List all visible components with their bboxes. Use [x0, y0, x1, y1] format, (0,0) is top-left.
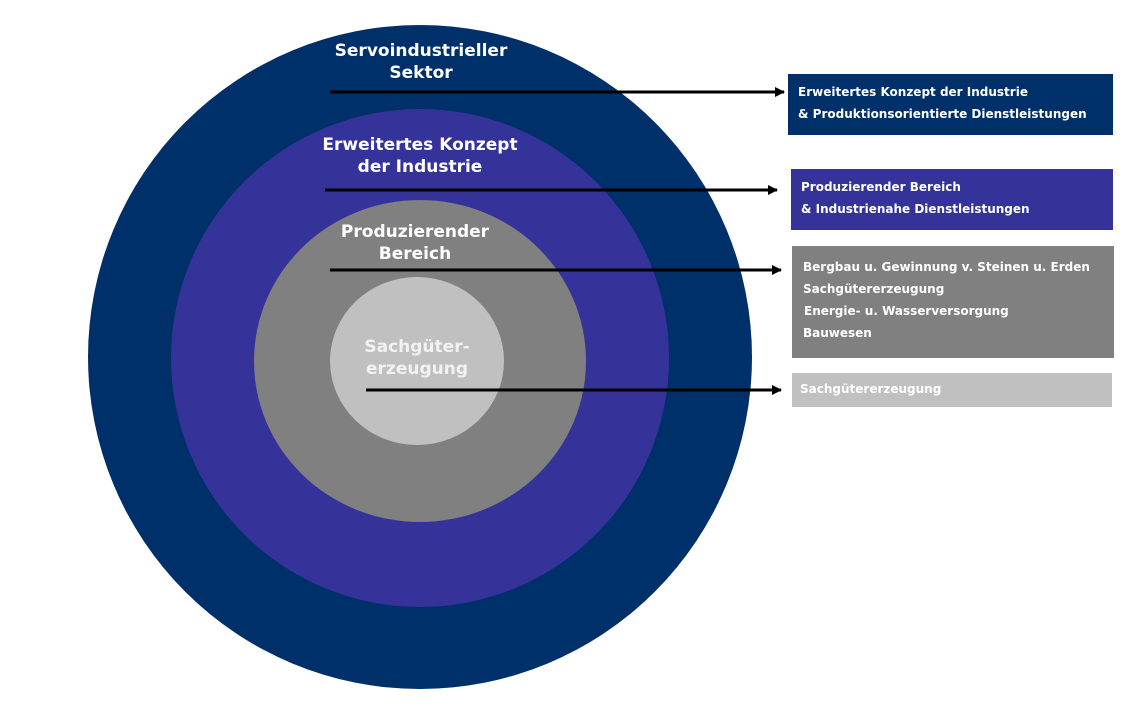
ring-sachgueterzeugung	[330, 277, 504, 445]
box-produzierender-bereich: Produzierender Bereich & Industrienahe D…	[791, 169, 1113, 230]
box-erweitertes-konzept: Erweitertes Konzept der Industrie & Prod…	[788, 74, 1113, 135]
box-sektoren-liste: Bergbau u. Gewinnung v. Steinen u. Erden…	[792, 246, 1114, 358]
box-sachgueterzeugung: Sachgütererzeugung	[792, 373, 1112, 407]
ring-label-sachgueterzeugung: Sachgüter-erzeugung	[364, 337, 470, 379]
